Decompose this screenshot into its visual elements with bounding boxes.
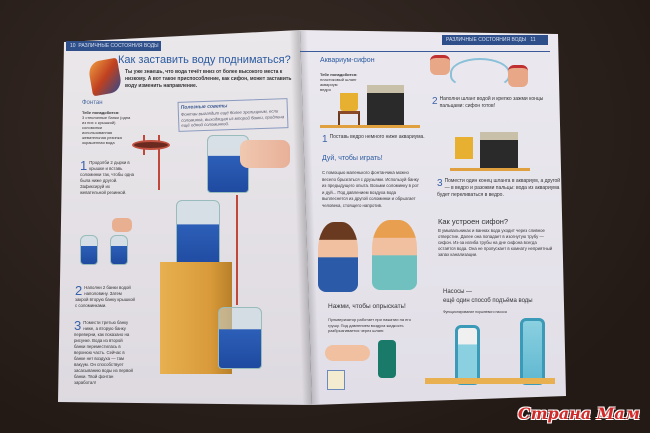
watermark-logo: Страна Мам [517, 404, 640, 423]
materials-heading: Тебе понадобится: [82, 110, 120, 115]
ground [425, 378, 555, 384]
middle-jar [176, 200, 220, 268]
step-text: Наполни шланг водой и крепко зажми концы… [439, 96, 544, 109]
pump-diagram [520, 318, 545, 385]
siphon-materials: Тебе понадобится: пластиковый шланг аква… [320, 72, 357, 92]
hand [325, 345, 370, 361]
girl-illustration [372, 220, 417, 290]
page-title: Как заставить воду подниматься? [118, 54, 291, 66]
pumps-heading-1: Насосы — [443, 289, 473, 295]
materials-list: Тебе понадобится: 3 стеклянные банки (од… [82, 110, 132, 145]
step-number: 1 [322, 134, 328, 145]
blow-heading: Дуй, чтобы играть! [322, 155, 383, 162]
straw [158, 135, 160, 190]
spray-text: Пульверизатор работает при нажатии на ег… [328, 317, 411, 333]
step-number: 3 [74, 318, 82, 333]
right-header-bar: РАЗЛИЧНЫЕ СОСТОЯНИЯ ВОДЫ 11 [442, 35, 548, 45]
bucket [455, 137, 473, 159]
intro-text: Ты уже знаешь, что вода течёт вниз от бо… [125, 69, 292, 89]
aquarium [480, 132, 518, 168]
step-text: Наполни 2 банки водой наполовину. Затем … [75, 285, 135, 308]
step-number: 2 [432, 96, 438, 107]
step-number: 1 [80, 158, 88, 173]
straw [236, 195, 238, 305]
section-title: РАЗЛИЧНЫЕ СОСТОЯНИЯ ВОДЫ [446, 37, 527, 43]
step-text: Помести третью банку ниже, а вторую банк… [74, 320, 133, 385]
materials-heading: Тебе понадобится: [320, 72, 358, 77]
step-text: Поставь ведро немного ниже аквариума. [329, 134, 425, 140]
hand [112, 218, 132, 232]
blow-text: С помощью маленького фонтанчика можно ве… [322, 170, 419, 208]
aquarium [367, 85, 404, 125]
how-heading: Как устроен сифон? [438, 217, 509, 226]
lower-jar [218, 307, 262, 369]
jar-lid [132, 140, 170, 150]
material-item: окрашенная вода [82, 140, 115, 145]
pump-diagram [455, 325, 480, 385]
material-item: ведро [320, 87, 331, 92]
hand [240, 140, 290, 168]
page-number: 10 [70, 43, 76, 49]
pump-caption: Функционирование поршневого насоса [443, 310, 507, 314]
pumps-heading-2: ещё один способ подъёма воды [443, 298, 533, 304]
spray-diagram [327, 370, 345, 390]
material-item: пластиковый шланг [320, 77, 357, 82]
floor [450, 168, 530, 171]
small-jar [110, 235, 128, 265]
siphon-heading: Аквариум-сифон [320, 57, 375, 64]
stool [338, 111, 360, 125]
left-header-bar: 10 РАЗЛИЧНЫЕ СОСТОЯНИЯ ВОДЫ [66, 41, 161, 51]
material-item: аквариум [320, 82, 338, 87]
step-text: Помести один конец шланга в аквариум, а … [437, 178, 561, 198]
spray-heading: Нажми, чтобы опрыскать! [328, 303, 406, 310]
spray-bottle [378, 340, 396, 378]
hand-left [430, 55, 450, 75]
page-number: 11 [530, 37, 536, 43]
hose [450, 58, 510, 88]
tips-box: Полезные советы Фонтан выглядит ещё боле… [177, 98, 289, 132]
floor [320, 125, 420, 128]
hand-right [508, 65, 528, 87]
fountain-heading: Фонтан [82, 100, 103, 106]
step-number: 2 [75, 283, 83, 298]
bucket [340, 93, 358, 111]
section-title: РАЗЛИЧНЫЕ СОСТОЯНИЯ ВОДЫ [78, 43, 159, 49]
step-text: Продолби 2 дырки в крышке и вставь солом… [80, 160, 135, 195]
header-rule [300, 51, 550, 52]
material-item: 3 стеклянные банки (одна из них с крышко… [82, 115, 131, 125]
material-item: соломинки [82, 125, 102, 130]
boy-illustration [318, 222, 358, 292]
step-number: 3 [437, 178, 443, 189]
how-text: В умывальниках и ваннах вода уходит чере… [438, 228, 553, 257]
material-item: использованная жевательная резинка [82, 130, 122, 140]
tips-text: Фонтан выглядит ещё более зрелищным, есл… [180, 108, 285, 128]
small-jar [80, 235, 98, 265]
